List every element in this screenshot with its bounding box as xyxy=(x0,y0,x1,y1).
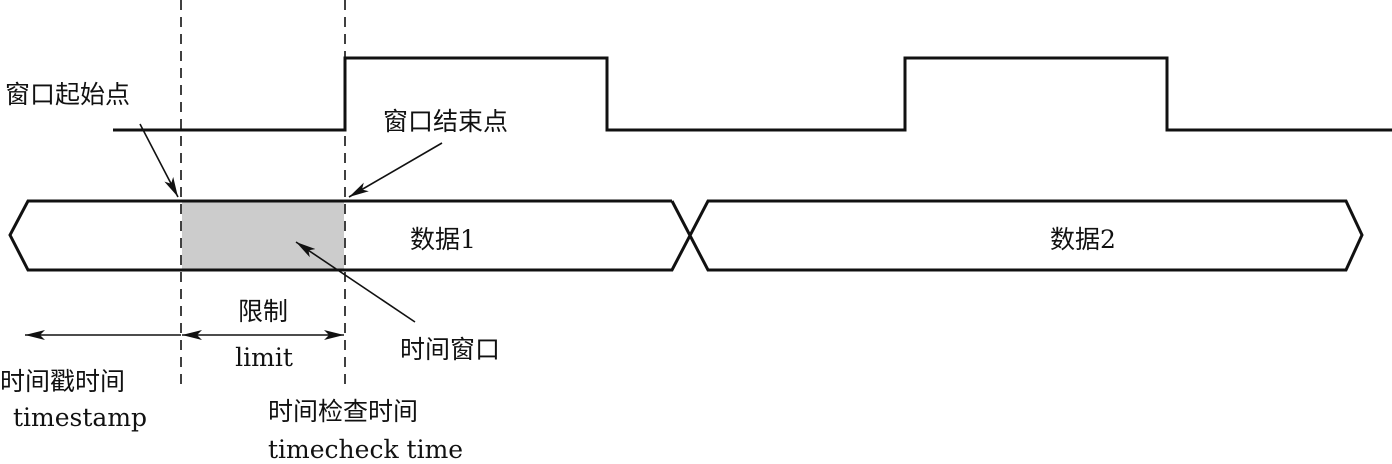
data-bus-1 xyxy=(8,199,1364,272)
time-window-region xyxy=(182,201,344,270)
timestamp-en-label: timestamp xyxy=(13,403,147,432)
window-end-arrow xyxy=(348,142,443,198)
window-start-label: 窗口起始点 xyxy=(5,80,130,109)
timestamp-cn-label: 时间戳时间 xyxy=(0,367,125,396)
data1-label: 数据1 xyxy=(410,225,476,254)
timecheck-cn-label: 时间检查时间 xyxy=(268,397,418,426)
limit-cn-label: 限制 xyxy=(238,297,288,326)
time-window-label: 时间窗口 xyxy=(400,335,500,364)
data2-label: 数据2 xyxy=(1050,225,1116,254)
window-start-arrow xyxy=(139,123,179,198)
timecheck-en-label: timecheck time xyxy=(268,435,463,464)
time-window-arrow xyxy=(295,241,416,323)
limit-en-label: limit xyxy=(235,343,293,372)
signal-waveform xyxy=(113,56,1392,132)
window-end-label: 窗口结束点 xyxy=(383,107,508,136)
